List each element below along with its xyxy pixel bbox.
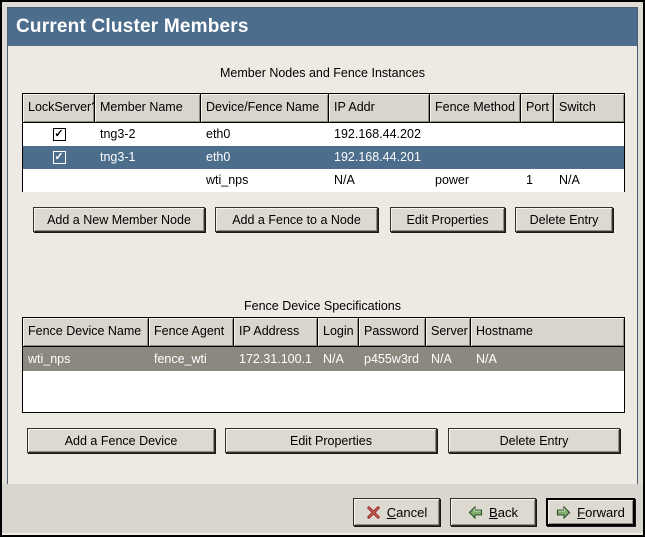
lockserver-cell <box>23 169 95 192</box>
forward-arrow-icon <box>557 505 571 519</box>
checkmark-icon: ✓ <box>54 128 64 140</box>
forward-button-label: Forward <box>577 504 625 520</box>
forward-button[interactable]: Forward <box>546 498 635 526</box>
column-header-ip-address[interactable]: IP Address <box>234 318 318 346</box>
column-header-port[interactable]: Port <box>521 94 554 122</box>
add-fence-to-node-button[interactable]: Add a Fence to a Node <box>215 207 378 232</box>
hostname-cell: N/A <box>476 352 497 366</box>
lockserver-checkbox[interactable]: ✓ <box>52 128 66 141</box>
column-header-login[interactable]: Login <box>318 318 359 346</box>
add-fence-device-button[interactable]: Add a Fence Device <box>27 428 215 453</box>
back-arrow-icon <box>468 505 483 519</box>
member-name-cell: tng3-1 <box>100 150 136 164</box>
fence-delete-entry-button[interactable]: Delete Entry <box>448 428 620 453</box>
device-fence-name-cell: eth0 <box>206 150 231 164</box>
member-name-cell <box>95 169 201 192</box>
lockserver-cell: ✓ <box>23 123 95 146</box>
add-new-member-node-button[interactable]: Add a New Member Node <box>33 207 205 232</box>
port-cell: 1 <box>526 173 533 187</box>
table-row-wti-nps-device-selected[interactable]: wti_nps fence_wti 172.31.100.1 N/A p455w… <box>23 347 624 371</box>
member-nodes-table-header: LockServer? Member Name Device/Fence Nam… <box>23 94 624 123</box>
server-cell: N/A <box>431 352 452 366</box>
device-fence-name-cell: wti_nps <box>206 173 249 187</box>
column-header-device-fence-name[interactable]: Device/Fence Name <box>201 94 329 122</box>
lockserver-checkbox[interactable]: ✓ <box>52 151 66 164</box>
member-delete-entry-button[interactable]: Delete Entry <box>515 207 613 232</box>
member-name-cell: tng3-2 <box>100 127 136 141</box>
member-edit-properties-button[interactable]: Edit Properties <box>390 207 505 232</box>
switch-cell: N/A <box>559 173 580 187</box>
cancel-button[interactable]: Cancel <box>353 498 440 526</box>
column-header-ip-addr[interactable]: IP Addr <box>329 94 430 122</box>
port-cell <box>521 146 554 169</box>
ip-addr-cell: 192.168.44.201 <box>334 150 421 164</box>
table-row-tng3-1-selected[interactable]: ✓ tng3-1 eth0 192.168.44.201 <box>23 146 624 169</box>
ip-addr-cell: N/A <box>334 173 355 187</box>
member-nodes-table: LockServer? Member Name Device/Fence Nam… <box>22 93 625 192</box>
member-nodes-table-title: Member Nodes and Fence Instances <box>220 66 425 80</box>
column-header-fence-agent[interactable]: Fence Agent <box>149 318 234 346</box>
table-row-wti-nps-fence[interactable]: wti_nps N/A power 1 N/A <box>23 169 624 192</box>
switch-cell <box>554 123 624 146</box>
column-header-fence-method[interactable]: Fence Method <box>430 94 521 122</box>
fence-method-cell <box>430 123 521 146</box>
fence-device-table-title: Fence Device Specifications <box>243 299 402 313</box>
login-cell: N/A <box>323 352 344 366</box>
checkmark-icon: ✓ <box>54 151 64 163</box>
ip-addr-cell: 192.168.44.202 <box>334 127 421 141</box>
main-panel: Current Cluster Members Member Nodes and… <box>7 7 638 486</box>
column-header-hostname[interactable]: Hostname <box>471 318 624 346</box>
fence-method-cell: power <box>435 173 470 187</box>
column-header-fence-device-name[interactable]: Fence Device Name <box>23 318 149 346</box>
action-area: Cancel Back Forward <box>2 484 643 535</box>
password-cell: p455w3rd <box>364 352 419 366</box>
back-button-label: Back <box>489 504 518 520</box>
fence-device-table: Fence Device Name Fence Agent IP Address… <box>22 317 625 413</box>
back-button[interactable]: Back <box>450 498 536 526</box>
page-title: Current Cluster Members <box>8 8 637 46</box>
fence-method-cell <box>430 146 521 169</box>
switch-cell <box>554 146 624 169</box>
port-cell <box>521 123 554 146</box>
lockserver-cell: ✓ <box>23 146 95 169</box>
column-header-switch[interactable]: Switch <box>554 94 624 122</box>
cancel-x-icon <box>367 505 380 519</box>
fence-device-table-header: Fence Device Name Fence Agent IP Address… <box>23 318 624 347</box>
device-fence-name-cell: eth0 <box>206 127 231 141</box>
fence-edit-properties-button[interactable]: Edit Properties <box>225 428 437 453</box>
column-header-password[interactable]: Password <box>359 318 426 346</box>
column-header-server[interactable]: Server <box>426 318 471 346</box>
table-row-tng3-2[interactable]: ✓ tng3-2 eth0 192.168.44.202 <box>23 123 624 146</box>
fence-agent-cell: fence_wti <box>154 352 207 366</box>
ip-address-cell: 172.31.100.1 <box>239 352 312 366</box>
cancel-button-label: Cancel <box>386 504 428 520</box>
fence-device-name-cell: wti_nps <box>28 352 71 366</box>
column-header-lockserver[interactable]: LockServer? <box>23 94 95 122</box>
column-header-member-name[interactable]: Member Name <box>95 94 201 122</box>
